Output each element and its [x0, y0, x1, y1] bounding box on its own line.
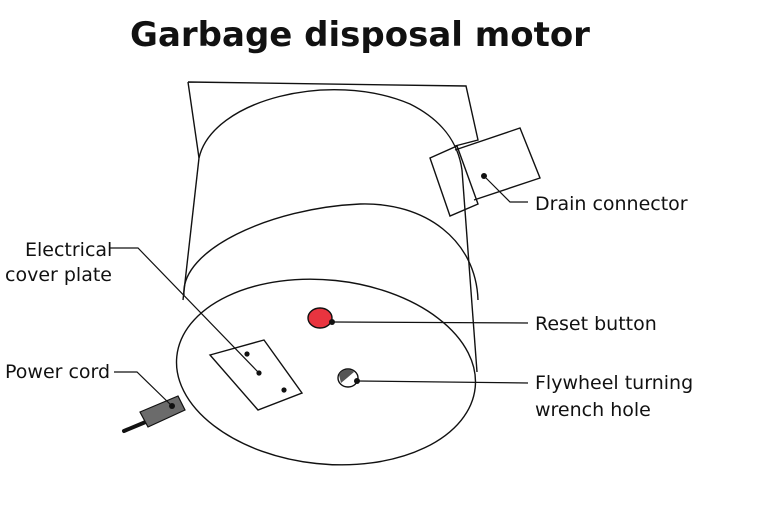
motor-body-back [198, 88, 463, 171]
cover-plate-screw-top [244, 351, 250, 357]
reset-button [307, 307, 335, 329]
motor-front-face [175, 278, 477, 466]
drain-connector-dot [481, 173, 487, 179]
power-cord-wire [122, 419, 150, 433]
drain-connector [429, 127, 541, 217]
leader-drain-connector [485, 177, 528, 203]
wrench-hole-dot [354, 378, 360, 384]
electrical-cover-plate [208, 339, 304, 411]
cover-plate-outline [208, 339, 304, 411]
leader-electrical-cover-plate [110, 247, 259, 373]
label-flywheel-line2: wrench hole [535, 399, 651, 421]
wrench-hole-hex [339, 369, 354, 383]
leader-power-cord [114, 371, 173, 407]
top-flange [187, 81, 479, 159]
motor-band [183, 203, 479, 301]
label-flywheel-line1: Flywheel turning [535, 372, 693, 394]
cover-plate-screw-bottom [281, 387, 287, 393]
label-drain-connector: Drain connector [535, 193, 688, 215]
power-cord [122, 395, 186, 433]
flywheel-wrench-hole [337, 368, 360, 388]
motor-body-right-side [461, 169, 478, 373]
drain-connector-pipe [454, 127, 541, 201]
power-cord-strain-relief [139, 395, 186, 428]
reset-button-dot [329, 319, 335, 325]
motor-body-left-side [182, 157, 200, 301]
leader-flywheel [357, 380, 529, 384]
leader-reset-button [333, 321, 529, 324]
label-electrical-cover-plate-line1: Electrical [25, 239, 112, 261]
label-reset-button: Reset button [535, 313, 657, 335]
label-power-cord: Power cord [5, 361, 110, 383]
drain-connector-collar [429, 145, 479, 217]
diagram-title: Garbage disposal motor [130, 15, 590, 55]
label-electrical-cover-plate-line2: cover plate [5, 264, 112, 286]
reset-button-cap [307, 307, 333, 329]
